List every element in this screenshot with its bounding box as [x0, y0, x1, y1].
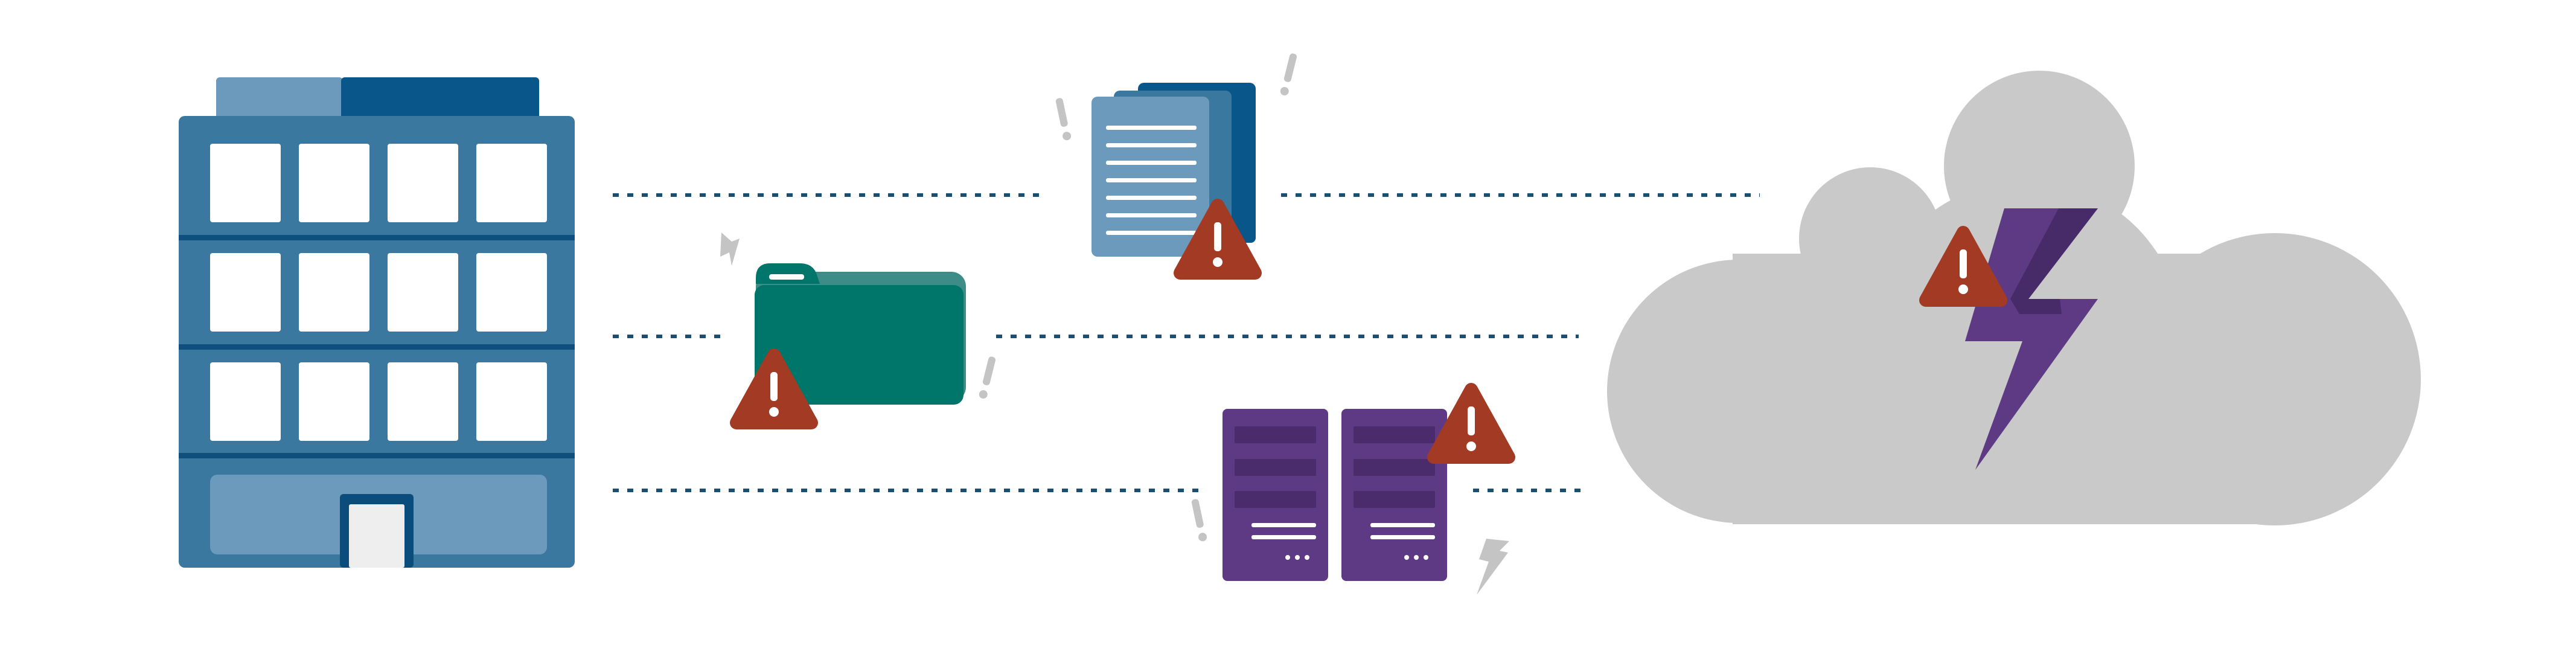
exclamation-bar	[982, 356, 996, 385]
exclamation-dot	[1280, 86, 1289, 95]
documents-stack-icon	[1091, 83, 1256, 257]
window	[388, 144, 458, 222]
warning-triangle-icon	[730, 348, 818, 429]
exclamation-mark-icon	[1191, 499, 1207, 542]
building-door	[349, 504, 404, 568]
exclamation-bar	[1055, 98, 1068, 127]
server-pair-icon	[1222, 409, 1447, 581]
window	[476, 362, 547, 441]
warning-mark-bar	[770, 372, 778, 401]
window	[210, 253, 281, 332]
folder-tab	[756, 263, 820, 284]
window	[210, 144, 281, 222]
building-roof-dark	[341, 77, 539, 121]
spark-icon	[720, 233, 740, 266]
warning-triangle-icon	[1919, 226, 2007, 307]
warning-triangles	[730, 199, 2007, 464]
warning-mark-bar	[1960, 249, 1967, 278]
spark-icon	[1477, 539, 1509, 595]
warning-triangle-icon	[1427, 383, 1515, 464]
floor-divider	[179, 453, 575, 458]
lightning-bolt-light	[1965, 208, 2098, 470]
warning-mark-dot	[1466, 441, 1476, 451]
window	[476, 144, 547, 222]
window	[388, 362, 458, 441]
exclamation-mark-icon	[979, 356, 996, 399]
connector-lines	[613, 193, 1760, 492]
exclamation-bar	[1283, 53, 1297, 82]
window	[299, 144, 369, 222]
exclamation-mark-icon	[1280, 53, 1297, 95]
server-left	[1222, 409, 1328, 581]
folder-front	[755, 285, 964, 405]
window	[476, 253, 547, 332]
warning-mark-dot	[1213, 257, 1222, 267]
exclamation-bar	[1191, 499, 1204, 528]
lightning-bolt-dark	[2010, 208, 2098, 314]
warning-triangle-icon	[1174, 199, 1262, 280]
exclamation-marks	[979, 53, 1297, 542]
document-text-lines	[1106, 126, 1197, 235]
building-roof-light	[216, 77, 343, 121]
office-building-icon	[179, 77, 575, 568]
warning-mark-bar	[1214, 222, 1221, 251]
warning-mark-dot	[769, 407, 779, 417]
window	[299, 253, 369, 332]
exclamation-dot	[979, 390, 988, 399]
warning-mark-dot	[1958, 284, 1968, 294]
sparks	[720, 233, 1509, 595]
building-windows	[210, 144, 547, 441]
exclamation-dot	[1063, 132, 1072, 141]
window	[210, 362, 281, 441]
window	[299, 362, 369, 441]
warning-mark-bar	[1468, 406, 1475, 435]
exclamation-mark-icon	[1055, 98, 1072, 141]
window	[388, 253, 458, 332]
server-right	[1341, 409, 1447, 581]
folder-icon	[755, 263, 966, 405]
folder-label-slot	[769, 274, 804, 280]
floor-divider	[179, 344, 575, 350]
lightning-bolt-icon	[1965, 208, 2098, 470]
floor-divider	[179, 235, 575, 240]
exclamation-dot	[1198, 533, 1207, 542]
